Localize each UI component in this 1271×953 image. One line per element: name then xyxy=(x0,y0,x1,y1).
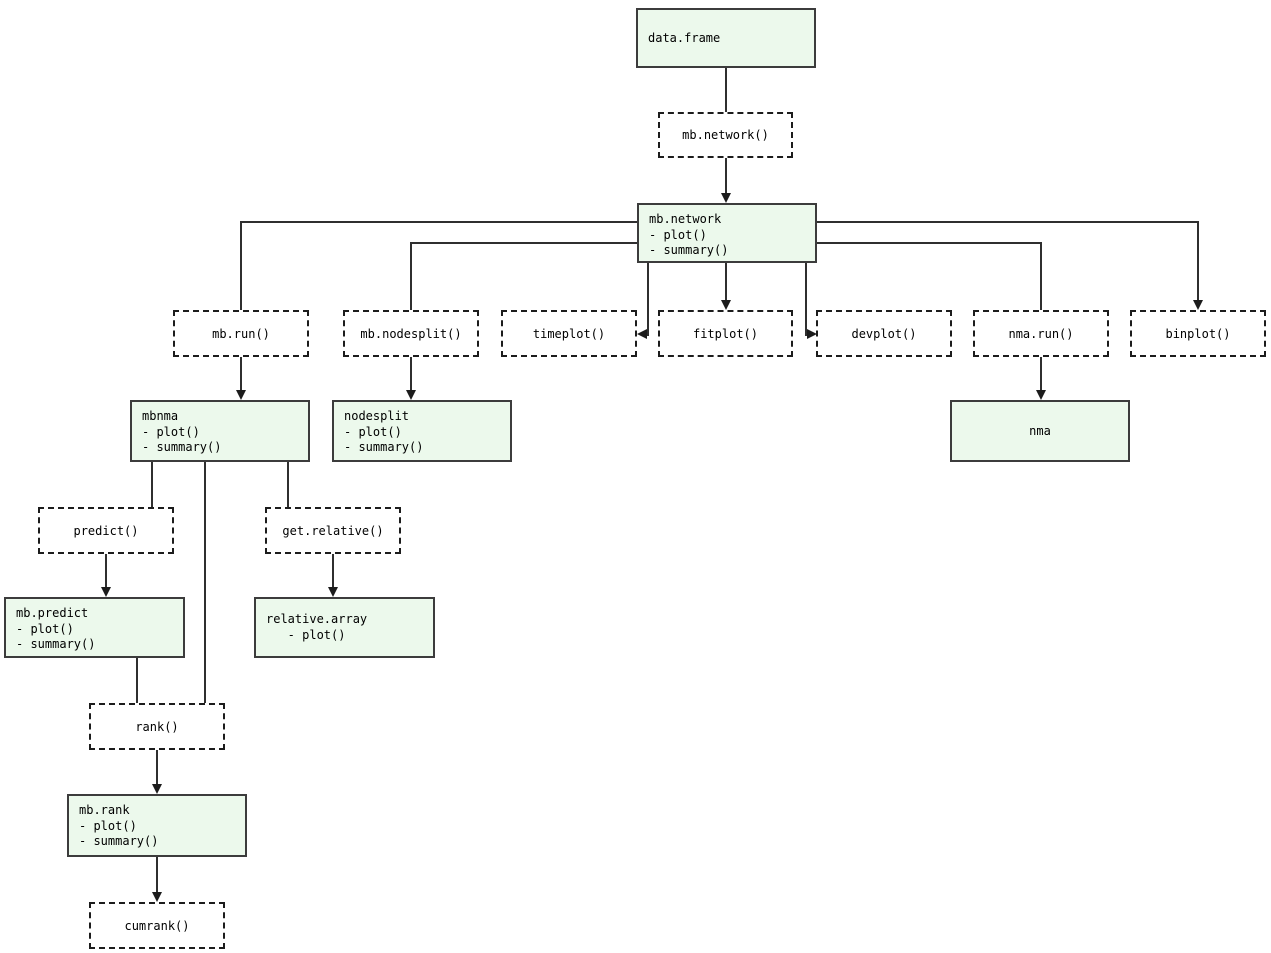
node-mb-run-function: mb.run() xyxy=(173,310,309,357)
arrowhead-into-mbrank xyxy=(152,784,162,794)
node-predict-function: predict() xyxy=(38,507,174,554)
node-binplot-function-label: binplot() xyxy=(1165,326,1231,341)
connector-mbnetwork-to-devplot-v xyxy=(805,263,807,336)
node-nma-object: nma xyxy=(950,400,1130,462)
node-timeplot-function: timeplot() xyxy=(501,310,637,357)
connector-mbnetwork-to-mbnodesplit-h xyxy=(410,242,637,244)
node-get-relative-function: get.relative() xyxy=(265,507,401,554)
node-fitplot-function-label: fitplot() xyxy=(692,326,759,341)
node-relative-array-title: relative.array xyxy=(266,612,368,626)
connector-mbnma-to-getrelative xyxy=(287,462,289,507)
node-mb-rank-method-summary: - summary() xyxy=(79,834,159,848)
node-mb-rank-title: mb.rank xyxy=(79,803,130,817)
connector-getrelative-to-relativearray xyxy=(332,554,334,589)
node-rank-function-label: rank() xyxy=(135,719,179,734)
node-mbnma-method-plot: - plot() xyxy=(142,424,200,439)
node-mb-nodesplit-function: mb.nodesplit() xyxy=(343,310,479,357)
node-binplot-function: binplot() xyxy=(1130,310,1266,357)
connector-mbpredict-to-rank xyxy=(136,658,138,703)
node-mb-predict-method-plot: - plot() xyxy=(16,621,74,636)
connector-mbrank-to-cumrank xyxy=(156,857,158,894)
node-mb-predict-object: mb.predict - plot() - summary() xyxy=(4,597,185,658)
arrowhead-into-devplot xyxy=(807,329,817,339)
arrowhead-into-nma xyxy=(1036,390,1046,400)
connector-mbnetwork-to-binplot-v xyxy=(1197,221,1199,302)
node-cumrank-function: cumrank() xyxy=(89,902,225,949)
connector-mbnetwork-to-nmarun-h xyxy=(816,242,1041,244)
arrowhead-into-binplot xyxy=(1193,300,1203,310)
node-nodesplit-title: nodesplit xyxy=(344,409,410,423)
connector-mbnetwork-to-mbrun-h xyxy=(240,221,637,223)
node-mb-predict-method-summary: - summary() xyxy=(16,637,96,651)
node-mbnma-title: mbnma xyxy=(142,409,179,423)
node-nodesplit-method-plot: - plot() xyxy=(344,424,402,439)
node-timeplot-function-label: timeplot() xyxy=(532,326,606,341)
connector-mbnetwork-to-timeplot-v xyxy=(647,263,649,336)
node-fitplot-function: fitplot() xyxy=(658,310,793,357)
node-mb-network-function: mb.network() xyxy=(658,112,793,158)
node-mb-network-title: mb.network xyxy=(649,212,722,226)
arrowhead-into-mbnma xyxy=(236,390,246,400)
node-mb-rank-object: mb.rank - plot() - summary() xyxy=(67,794,247,857)
node-get-relative-function-label: get.relative() xyxy=(282,523,384,538)
arrowhead-into-nodesplit xyxy=(406,390,416,400)
connector-mbnetworkfn-to-mbnetwork xyxy=(725,158,727,195)
node-cumrank-function-label: cumrank() xyxy=(124,918,190,933)
node-mb-rank-method-plot: - plot() xyxy=(79,818,137,833)
node-data-frame-label: data.frame xyxy=(648,31,721,45)
node-nma-run-function: nma.run() xyxy=(973,310,1109,357)
connector-mbrun-to-mbnma xyxy=(240,357,242,392)
arrowhead-into-cumrank xyxy=(152,892,162,902)
arrowhead-into-timeplot xyxy=(637,329,647,339)
connector-mbnetwork-to-nmarun-v xyxy=(1040,242,1042,310)
connector-mbnodesplit-to-nodesplit xyxy=(410,357,412,392)
node-devplot-function: devplot() xyxy=(816,310,952,357)
node-nodesplit-object: nodesplit - plot() - summary() xyxy=(332,400,512,462)
arrowhead-into-relativearray xyxy=(328,587,338,597)
node-mb-run-function-label: mb.run() xyxy=(212,326,270,341)
connector-mbnma-to-predict xyxy=(151,462,153,507)
connector-nmarun-to-nma xyxy=(1040,357,1042,392)
node-nma-run-function-label: nma.run() xyxy=(1008,326,1074,341)
node-mb-network-function-label: mb.network() xyxy=(682,128,769,142)
node-rank-function: rank() xyxy=(89,703,225,750)
node-data-frame: data.frame xyxy=(636,8,816,68)
node-mb-predict-title: mb.predict xyxy=(16,606,89,620)
node-mb-nodesplit-function-label: mb.nodesplit() xyxy=(360,326,462,341)
arrowhead-into-fitplot xyxy=(721,300,731,310)
node-relative-array-method-plot: - plot() xyxy=(287,627,346,642)
node-mb-network-method-summary: - summary() xyxy=(649,243,729,257)
node-mbnma-method-summary: - summary() xyxy=(142,440,222,454)
connector-predict-to-mbpredict xyxy=(105,554,107,589)
connector-mbnetwork-to-binplot-h xyxy=(816,221,1198,223)
arrowhead-into-mbnetwork xyxy=(721,193,731,203)
node-mbnma-object: mbnma - plot() - summary() xyxy=(130,400,310,462)
node-nodesplit-method-summary: - summary() xyxy=(344,440,424,454)
node-devplot-function-label: devplot() xyxy=(851,326,917,341)
connector-mbnma-to-rank xyxy=(204,462,206,703)
arrowhead-into-mbpredict xyxy=(101,587,111,597)
node-nma-object-label: nma xyxy=(1029,424,1051,438)
node-predict-function-label: predict() xyxy=(73,523,139,538)
connector-rank-to-mbrank xyxy=(156,750,158,786)
connector-mbnetwork-to-mbrun-v xyxy=(240,221,242,310)
node-relative-array-object: relative.array - plot() xyxy=(254,597,435,658)
node-mb-network-method-plot: - plot() xyxy=(649,227,707,242)
connector-mbnetwork-to-mbnodesplit-v xyxy=(410,242,412,310)
connector-mbnetwork-to-fitplot-v xyxy=(725,263,727,302)
node-mb-network-object: mb.network - plot() - summary() xyxy=(637,203,817,263)
connector-dataframe-to-mbnetworkfn xyxy=(725,68,727,112)
